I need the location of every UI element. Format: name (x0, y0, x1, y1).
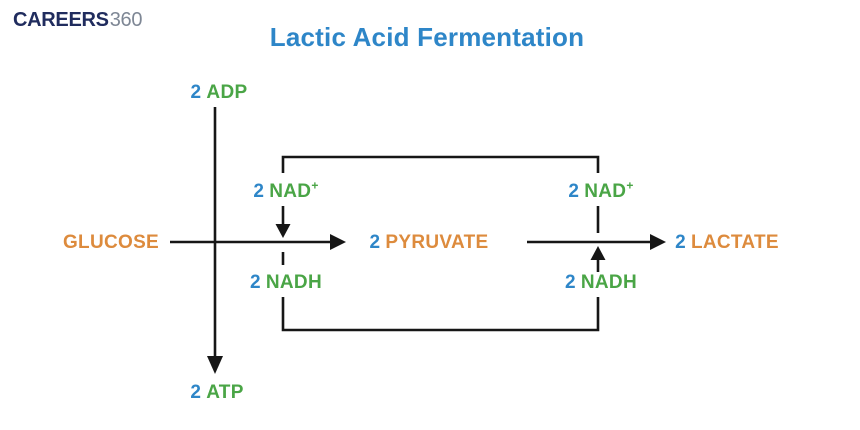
glucose-pyruvate-arrowhead (330, 234, 346, 250)
adp-quantity: 2 (190, 82, 202, 103)
nad-top-bracket (281, 155, 600, 173)
nadh-right-up-arrowhead (590, 246, 606, 260)
label-glucose: GLUCOSE (63, 232, 159, 254)
pyruvate-lactate-arrowhead (650, 234, 666, 250)
logo-brand-text: CAREERS (13, 9, 109, 31)
adp-name: ADP (206, 82, 248, 103)
nad-right-quantity: 2 (568, 181, 580, 203)
nad-left-down-arrowhead (275, 224, 291, 238)
careers360-logo: CAREERS360 (13, 9, 142, 32)
nadh-right-quantity: 2 (565, 272, 576, 293)
lactate-quantity: 2 (675, 232, 686, 253)
pyruvate-quantity: 2 (369, 232, 381, 253)
nadh-left-quantity: 2 (250, 272, 261, 293)
glucose-name: GLUCOSE (62, 232, 160, 253)
logo-suffix-text: 360 (109, 9, 143, 31)
nad-left-name: NAD+ (269, 178, 319, 203)
page-title: Lactic Acid Fermentation (269, 22, 585, 52)
atp-quantity: 2 (190, 382, 202, 403)
nadh-left-name: NADH (265, 272, 322, 293)
pyruvate-name: PYRUVATE (385, 232, 489, 253)
nad-left-quantity: 2 (253, 181, 265, 203)
nad-right-name: NAD+ (584, 178, 634, 203)
atp-name: ATP (206, 382, 244, 403)
nadh-right-name: NADH (580, 272, 637, 293)
adp-atp-arrowhead (207, 356, 223, 374)
lactate-name: LACTATE (690, 232, 779, 253)
nadh-bottom-bracket (281, 297, 600, 332)
